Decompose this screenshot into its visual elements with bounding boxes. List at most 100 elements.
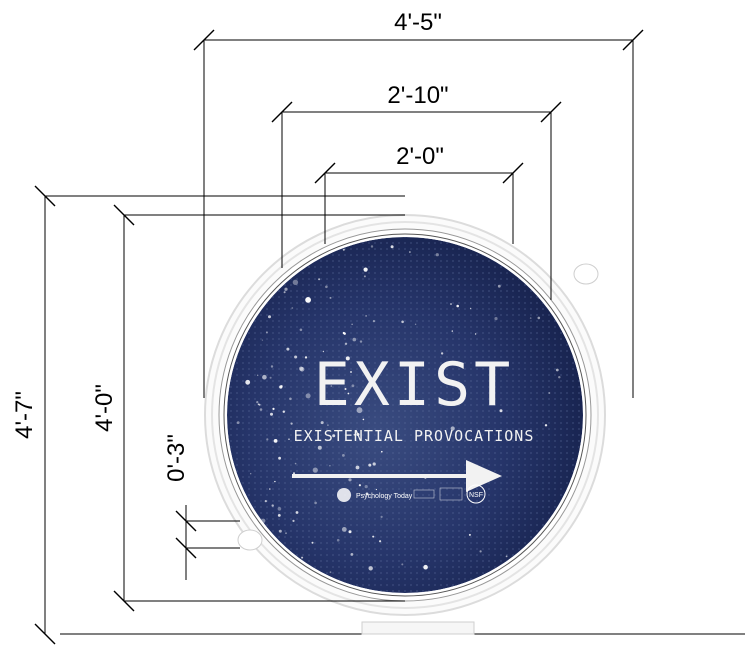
star-dot xyxy=(552,269,556,272)
star-dot xyxy=(264,241,267,244)
star-dot xyxy=(342,454,345,457)
star-dot xyxy=(440,352,444,355)
star-dot xyxy=(273,439,278,443)
star-dot xyxy=(348,478,352,482)
dimension-label-sign-height: 4'-0" xyxy=(91,384,118,432)
dimension-label-small-offset: 0'-3" xyxy=(163,434,190,482)
star-dot xyxy=(355,465,360,470)
star-dot xyxy=(372,462,376,466)
star-dot xyxy=(274,480,276,483)
dimension-small-offset: 0'-3" xyxy=(163,434,240,580)
star-dot xyxy=(365,315,367,317)
star-dot xyxy=(265,331,268,334)
star-dot xyxy=(456,304,460,308)
star-dot xyxy=(284,287,288,291)
star-dot xyxy=(375,488,377,491)
star-dot xyxy=(368,566,373,571)
star-dot xyxy=(278,456,281,460)
star-dot xyxy=(250,473,252,475)
star-dot xyxy=(322,350,325,353)
star-dot xyxy=(245,379,251,385)
star-dot xyxy=(286,347,290,351)
star-dot xyxy=(381,450,383,453)
star-dot xyxy=(363,275,366,278)
star-dot xyxy=(285,532,287,535)
arrow-right-icon xyxy=(292,460,502,492)
star-dot xyxy=(348,530,352,534)
star-dot xyxy=(282,410,285,413)
star-dot xyxy=(450,303,452,305)
star-dot xyxy=(342,331,345,335)
star-dot xyxy=(295,511,299,514)
sponsor-seal-icon xyxy=(337,488,351,502)
star-dot xyxy=(370,245,374,248)
star-dot xyxy=(262,374,267,380)
sign-title: EXIST xyxy=(314,350,515,420)
star-dot xyxy=(292,279,299,285)
dimension-total-height: 4'-7" xyxy=(11,185,405,645)
star-dot xyxy=(537,316,541,320)
star-dot xyxy=(558,376,561,379)
star-dot xyxy=(423,564,428,570)
star-dot xyxy=(272,407,275,410)
star-dot xyxy=(238,259,241,262)
sign-base xyxy=(361,621,475,635)
star-dot xyxy=(342,248,345,251)
star-dot xyxy=(314,501,317,505)
star-dot xyxy=(293,472,295,475)
star-dot xyxy=(304,356,308,359)
star-dot xyxy=(329,571,332,574)
star-dot xyxy=(312,467,318,473)
star-dot xyxy=(350,371,352,373)
sign-subtitle: EXISTENTIAL PROVOCATIONS xyxy=(294,427,535,445)
star-dot xyxy=(401,563,404,566)
star-dot xyxy=(380,515,383,519)
star-dot xyxy=(259,408,263,411)
star-dot xyxy=(364,485,368,489)
star-dot xyxy=(257,403,260,406)
star-dot xyxy=(305,393,311,399)
star-dot xyxy=(401,320,404,324)
sponsor-logo-psychology-today: Psychology Today xyxy=(356,493,413,500)
dimension-label-middle-width: 2'-10" xyxy=(387,82,448,109)
dimension-outer-width: 4'-5" xyxy=(193,9,644,398)
star-dot xyxy=(270,365,274,368)
star-dot xyxy=(294,355,298,359)
star-dot xyxy=(320,421,324,425)
star-dot xyxy=(479,550,482,553)
dimension-label-outer-width: 4'-5" xyxy=(394,9,442,36)
star-dot xyxy=(236,296,239,300)
star-dot xyxy=(529,317,532,319)
star-dot xyxy=(269,376,272,379)
star-dot xyxy=(244,249,247,252)
star-dot xyxy=(544,424,548,427)
star-dot xyxy=(499,409,503,413)
star-dot xyxy=(368,463,372,467)
dimension-inner-width: 2'-0" xyxy=(314,143,524,244)
star-dot xyxy=(257,374,259,376)
star-dot xyxy=(329,296,332,299)
star-dot xyxy=(345,356,350,361)
star-dot xyxy=(305,297,311,303)
nsf-seal-icon xyxy=(466,484,486,504)
star-dot xyxy=(351,384,355,388)
star-dot xyxy=(291,307,294,309)
star-dot xyxy=(559,269,562,273)
star-dot xyxy=(294,462,297,465)
star-dot xyxy=(268,315,271,319)
star-dot xyxy=(352,337,357,342)
star-dot xyxy=(317,445,322,450)
star-dot xyxy=(450,426,455,431)
star-dot xyxy=(351,323,353,325)
star-dot xyxy=(234,524,237,528)
star-dot xyxy=(261,339,263,341)
star-dot xyxy=(494,317,498,321)
star-dot xyxy=(290,422,293,425)
star-dot xyxy=(350,553,354,556)
star-dot xyxy=(344,342,348,345)
star-dot xyxy=(365,439,367,441)
star-dot xyxy=(283,291,286,294)
star-dot xyxy=(266,438,269,441)
sponsor-logo-mark xyxy=(413,489,435,499)
